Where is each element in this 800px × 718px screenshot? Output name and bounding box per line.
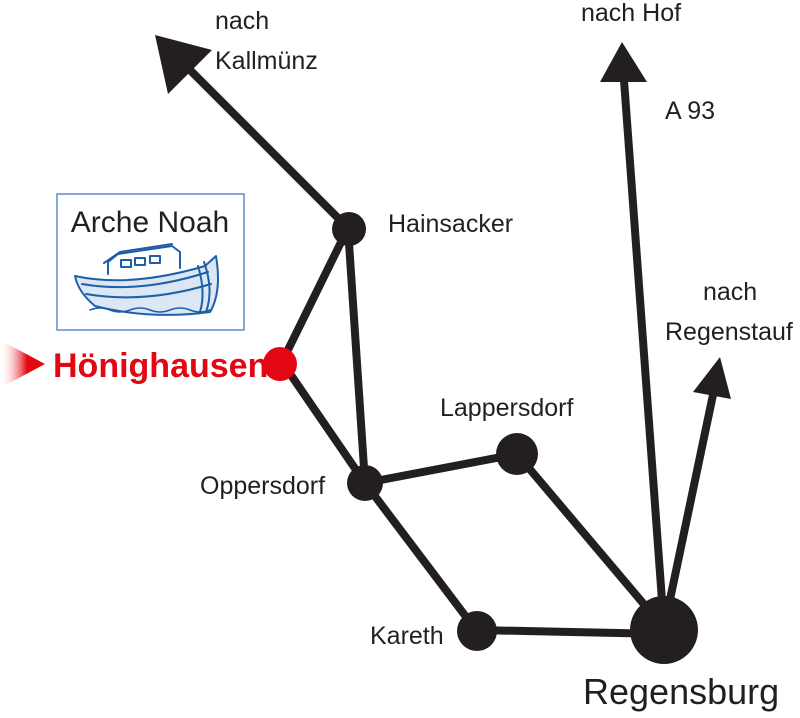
road-hoenighausen-oppersdorf bbox=[278, 358, 369, 487]
node-kareth[interactable] bbox=[457, 611, 497, 651]
label-hainsacker: Hainsacker bbox=[388, 210, 513, 238]
road-hainsacker-kallmuenz bbox=[184, 64, 352, 232]
label-hof: nach Hof bbox=[581, 0, 681, 27]
label-lappersdorf: Lappersdorf bbox=[440, 394, 573, 422]
node-lappersdorf[interactable] bbox=[496, 433, 538, 475]
label-regenstauf-line1: nach bbox=[703, 278, 757, 306]
node-regensburg[interactable] bbox=[630, 596, 698, 664]
label-a93: A 93 bbox=[665, 97, 715, 125]
road-a93-hof bbox=[620, 76, 668, 632]
red-arrow-marker-icon bbox=[0, 340, 45, 388]
road-hainsacker-oppersdorf bbox=[344, 224, 369, 487]
label-kareth: Kareth bbox=[370, 622, 444, 650]
label-oppersdorf: Oppersdorf bbox=[200, 472, 325, 500]
ark-boat-icon bbox=[74, 243, 219, 316]
arche-noah-logo: Arche Noah bbox=[56, 193, 245, 331]
node-hoenighausen[interactable] bbox=[263, 347, 297, 381]
arrow-regenstauf-icon bbox=[693, 357, 731, 399]
road-network bbox=[184, 64, 718, 638]
arrow-kallmuenz-icon bbox=[155, 35, 212, 94]
label-regensburg: Regensburg bbox=[583, 671, 779, 712]
road-hoenighausen-hainsacker bbox=[278, 224, 352, 366]
label-hoenighausen: Hönighausen bbox=[53, 347, 268, 385]
arrow-hof-icon bbox=[600, 42, 647, 82]
road-oppersdorf-kareth bbox=[361, 479, 480, 634]
road-oppersdorf-lappersdorf bbox=[361, 450, 521, 487]
label-kallmuenz-line1: nach bbox=[215, 7, 269, 35]
road-lappersdorf-regensburg bbox=[513, 450, 668, 632]
node-oppersdorf[interactable] bbox=[347, 465, 383, 501]
logo-title: Arche Noah bbox=[71, 206, 229, 239]
road-regenstauf bbox=[660, 386, 718, 632]
node-hainsacker[interactable] bbox=[332, 212, 366, 246]
label-kallmuenz-line2: Kallmünz bbox=[215, 47, 318, 75]
label-regenstauf-line2: Regenstauf bbox=[665, 318, 793, 346]
